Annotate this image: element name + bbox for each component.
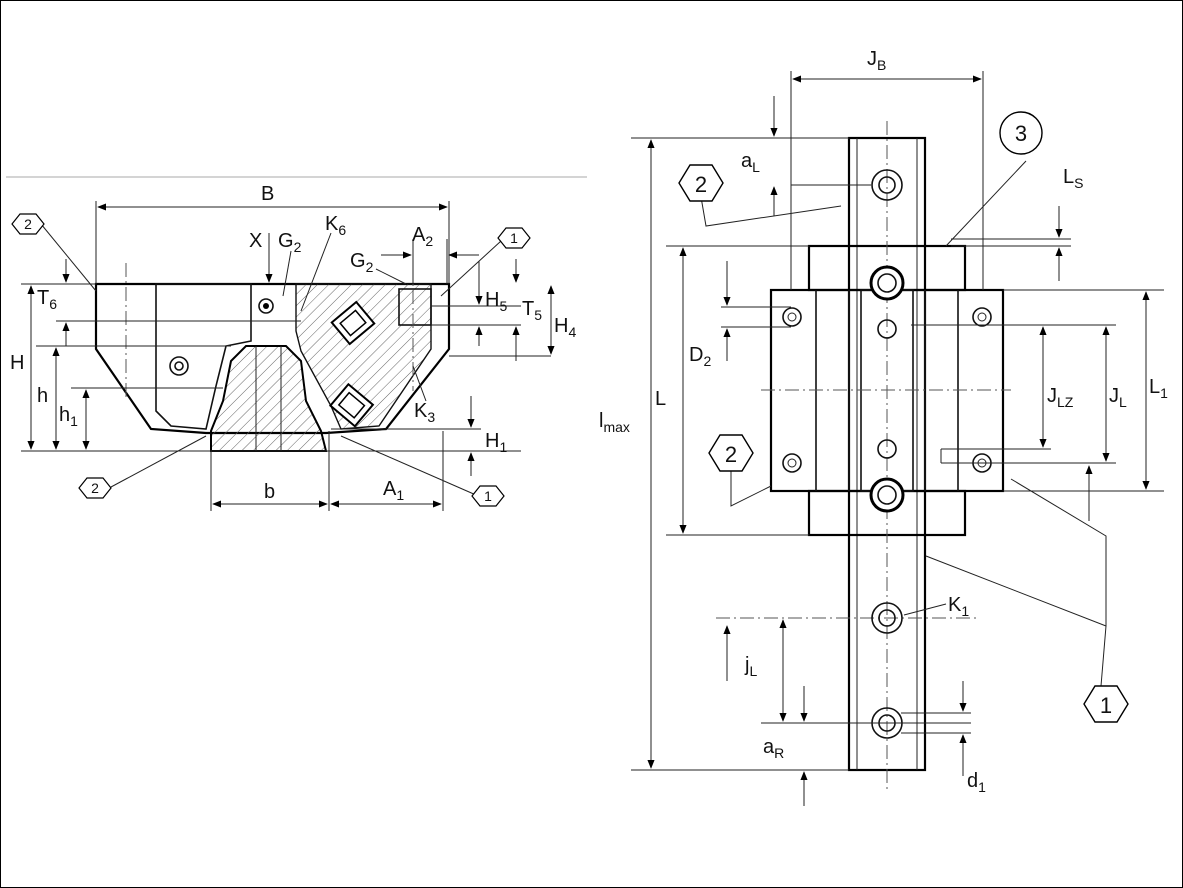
- carriage-holes: [782, 307, 992, 473]
- roller-upper: [330, 300, 376, 346]
- callout-1-top-view: 1: [1083, 685, 1129, 723]
- svg-text:1: 1: [484, 488, 492, 504]
- label-b: b: [264, 481, 275, 503]
- label-jL: jL: [744, 654, 757, 679]
- label-JB: JB: [867, 48, 886, 73]
- svg-text:1: 1: [1100, 693, 1112, 718]
- label-B: B: [261, 183, 274, 205]
- label-aL: aL: [741, 150, 760, 175]
- callout-2-carriage: 2: [708, 434, 754, 472]
- top-view: 2 2 3 1 JB aL LS L D2 JLZ JL L1 lmax K1 …: [599, 48, 1168, 806]
- label-T6: T6: [37, 287, 57, 312]
- label-h: h: [37, 385, 48, 407]
- label-K3: K3: [414, 400, 435, 425]
- label-G2: G2: [278, 230, 302, 255]
- lube-nipple-side: [169, 356, 189, 376]
- svg-text:2: 2: [695, 172, 707, 197]
- label-H: H: [10, 352, 24, 374]
- svg-text:2: 2: [24, 216, 32, 232]
- label-K1: K1: [948, 594, 969, 619]
- label-lmax: lmax: [599, 410, 630, 435]
- label-H4: H4: [554, 315, 576, 340]
- label-H5: H5: [485, 289, 507, 314]
- cross-section-view: 2 1 2 1 B X G2 K6 A2 G2 T6 H h h1 H5 T5 …: [6, 176, 587, 511]
- end-plate: [155, 283, 252, 430]
- label-JLZ: JLZ: [1047, 385, 1074, 410]
- label-JL: JL: [1109, 385, 1127, 410]
- label-G2b: G2: [350, 250, 374, 275]
- lube-nipple-side-center: [174, 361, 184, 371]
- label-D2: D2: [689, 344, 711, 369]
- label-K6: K6: [325, 213, 346, 238]
- label-A1: A1: [383, 478, 404, 503]
- svg-text:3: 3: [1015, 121, 1027, 146]
- callout-3: 3: [999, 111, 1043, 155]
- label-d1: d1: [967, 770, 986, 795]
- callout-2-bottom: 2: [78, 477, 112, 499]
- tapped-hole: [398, 288, 432, 326]
- label-L: L: [655, 388, 666, 410]
- lube-nipple-top: [258, 298, 274, 314]
- label-A2: A2: [412, 224, 433, 249]
- svg-text:2: 2: [725, 442, 737, 467]
- rail-bolts: [869, 169, 905, 739]
- label-H1: H1: [485, 430, 507, 455]
- svg-text:2: 2: [91, 480, 99, 496]
- callout-2-top: 2: [11, 213, 45, 235]
- label-L1: L1: [1149, 376, 1168, 401]
- label-aR: aR: [763, 736, 784, 761]
- label-X: X: [249, 230, 262, 252]
- callout-1-top: 1: [497, 227, 531, 249]
- roller-lower: [328, 382, 375, 428]
- rail-section: [210, 345, 328, 452]
- lube-nipple-top-center: [263, 303, 269, 309]
- label-LS: LS: [1063, 166, 1083, 191]
- callout-1-bottom: 1: [471, 485, 505, 507]
- svg-text:1: 1: [510, 230, 518, 246]
- label-T5: T5: [522, 298, 542, 323]
- callout-2-rail: 2: [678, 164, 724, 202]
- label-h1: h1: [59, 404, 78, 429]
